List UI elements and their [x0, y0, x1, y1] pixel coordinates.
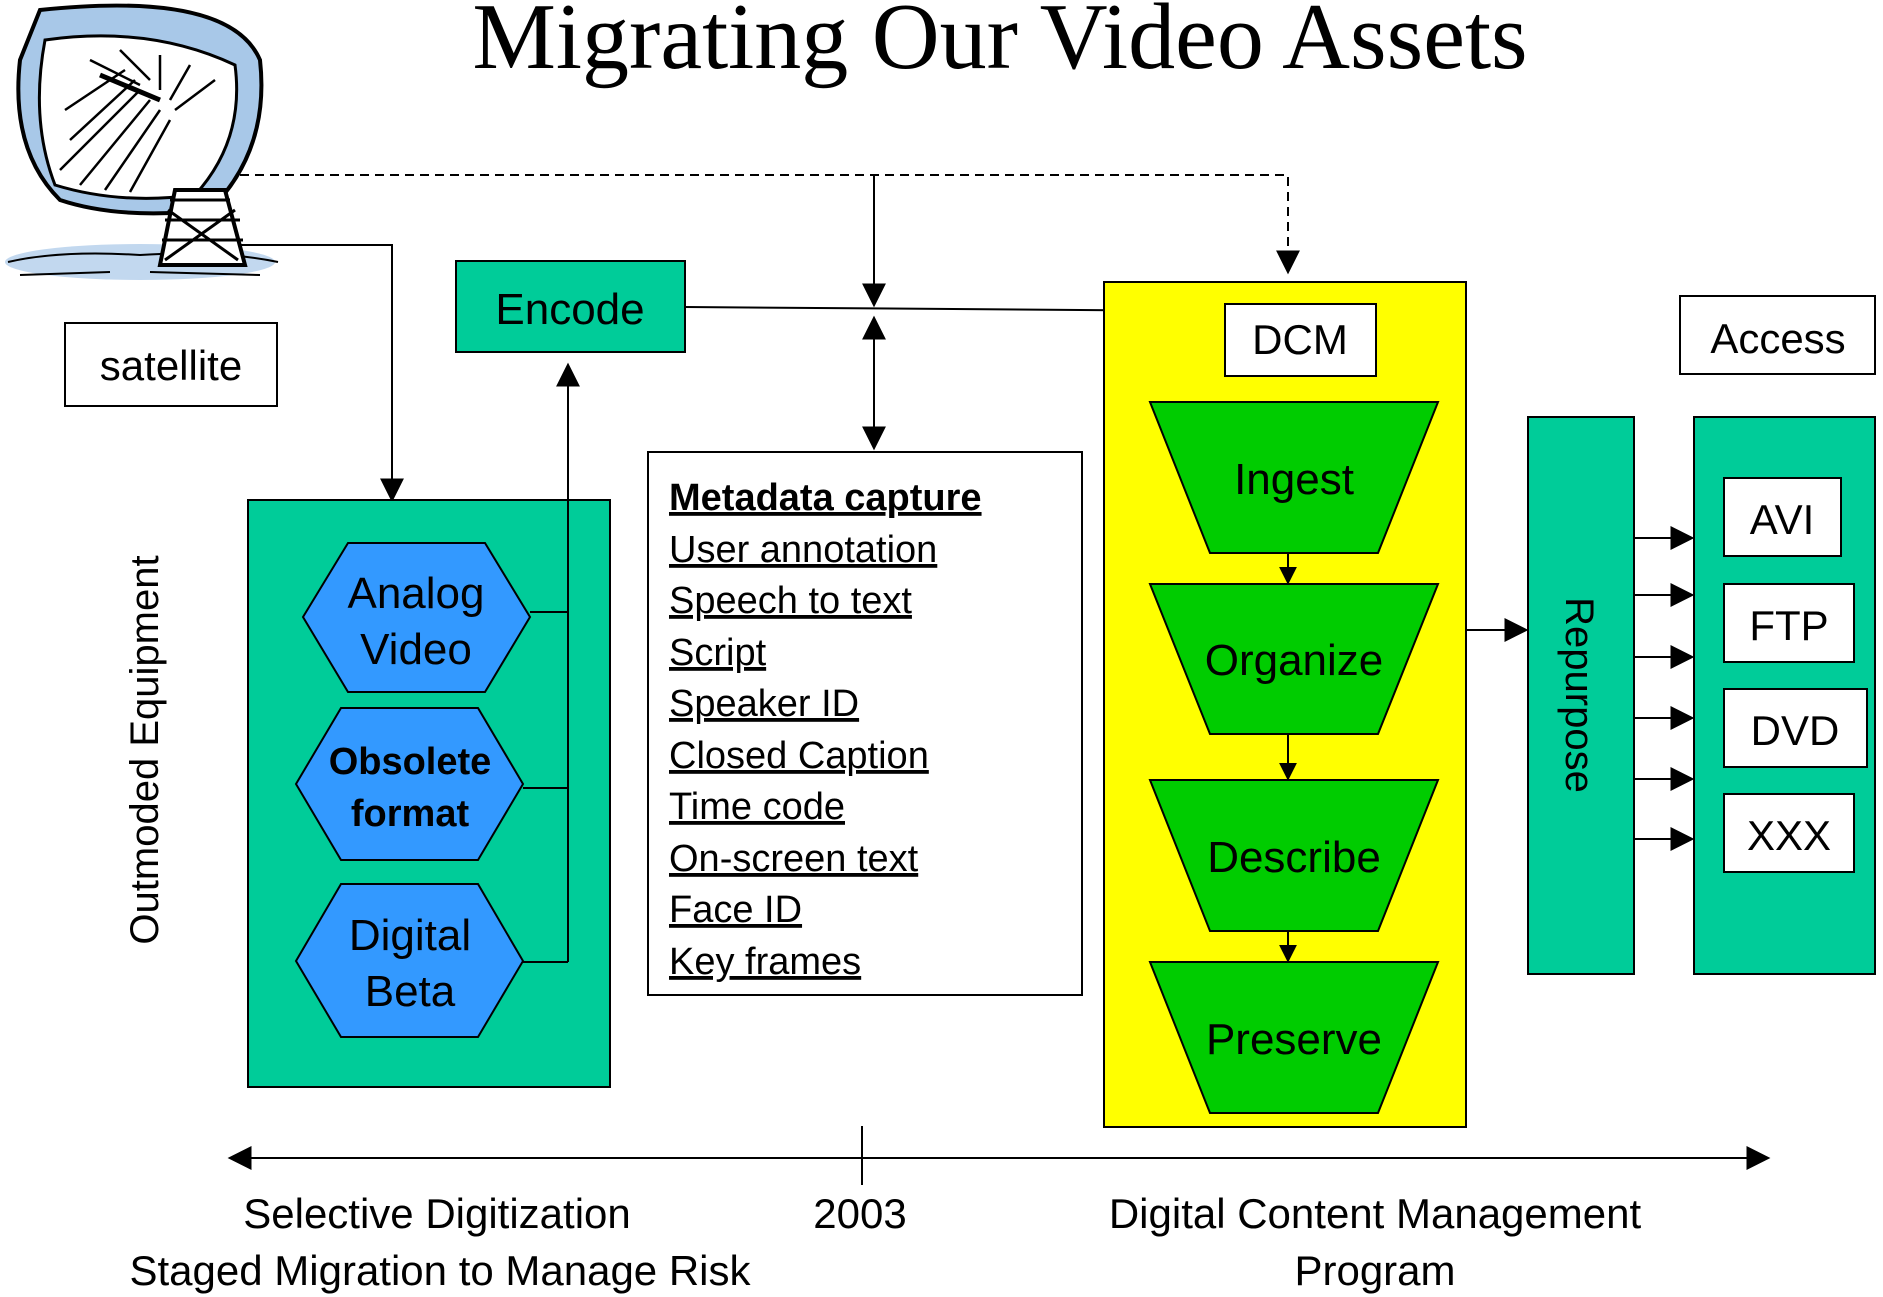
analog-video-label-2: Video [360, 625, 472, 674]
metadata-item-4: Closed Caption [669, 735, 929, 777]
metadata-item-8: Key frames [669, 941, 861, 983]
dcm-label: DCM [1252, 316, 1348, 363]
satellite-label: satellite [100, 342, 242, 389]
metadata-item-2: Script [669, 632, 767, 674]
timeline-right-line-2: Program [1294, 1247, 1455, 1294]
access-item-ftp: FTP [1749, 602, 1828, 649]
timeline-center: 2003 [813, 1190, 906, 1237]
access-label-box [1679, 295, 1876, 375]
outmoded-equipment-label: Outmoded Equipment [123, 555, 167, 944]
analog-video-label-1: Analog [347, 569, 484, 618]
access-item-avi: AVI [1750, 496, 1815, 543]
page-title: Migrating Our Video Assets [472, 0, 1527, 89]
analog-video-hex [301, 542, 532, 693]
access-item-xxx-box [1723, 793, 1855, 873]
repurpose-to-access-arrows [1634, 526, 1695, 851]
access-item-avi-box [1723, 477, 1842, 557]
metadata-heading: Metadata capture [669, 477, 982, 519]
ingest-step [1148, 401, 1440, 554]
access-item-dvd: DVD [1751, 707, 1840, 754]
metadata-item-3: Speaker ID [669, 683, 859, 725]
access-item-dvd-box [1723, 688, 1868, 768]
satellite-box [64, 322, 278, 407]
timeline-left-line-1: Selective Digitization [243, 1190, 631, 1237]
ingest-label: Ingest [1234, 455, 1354, 504]
metadata-item-7: Face ID [669, 889, 802, 931]
digital-beta-label-2: Beta [365, 967, 456, 1016]
organize-step [1148, 583, 1440, 735]
timeline-left-line-2: Staged Migration to Manage Risk [130, 1247, 752, 1294]
dcm-label-box [1224, 303, 1377, 377]
access-label: Access [1710, 315, 1845, 362]
encode-label: Encode [495, 285, 644, 334]
obsolete-format-label-2: format [351, 793, 470, 835]
describe-step [1148, 779, 1440, 932]
access-item-ftp-box [1723, 583, 1855, 663]
obsolete-format-label-1: Obsolete [329, 741, 492, 783]
satellite-dish-icon [5, 3, 279, 280]
obsolete-format-hex [294, 707, 525, 861]
metadata-item-6: On-screen text [669, 838, 919, 880]
preserve-step [1148, 961, 1440, 1114]
satellite-to-equipment-arrow [240, 244, 404, 503]
satellite-feed-dashed [240, 174, 1300, 275]
organize-label: Organize [1205, 636, 1384, 685]
timeline-right-line-1: Digital Content Management [1109, 1190, 1642, 1237]
formats-to-encode-connector [523, 365, 568, 963]
access-item-xxx: XXX [1747, 812, 1831, 859]
digital-beta-label-1: Digital [349, 911, 471, 960]
metadata-item-5: Time code [669, 786, 845, 828]
preserve-label: Preserve [1206, 1015, 1382, 1064]
metadata-item-0: User annotation [669, 529, 937, 571]
metadata-item-1: Speech to text [669, 580, 912, 622]
metadata-box [647, 451, 1083, 996]
repurpose-label: Repurpose [1557, 597, 1601, 793]
repurpose-box [1527, 416, 1635, 975]
describe-label: Describe [1207, 833, 1381, 882]
